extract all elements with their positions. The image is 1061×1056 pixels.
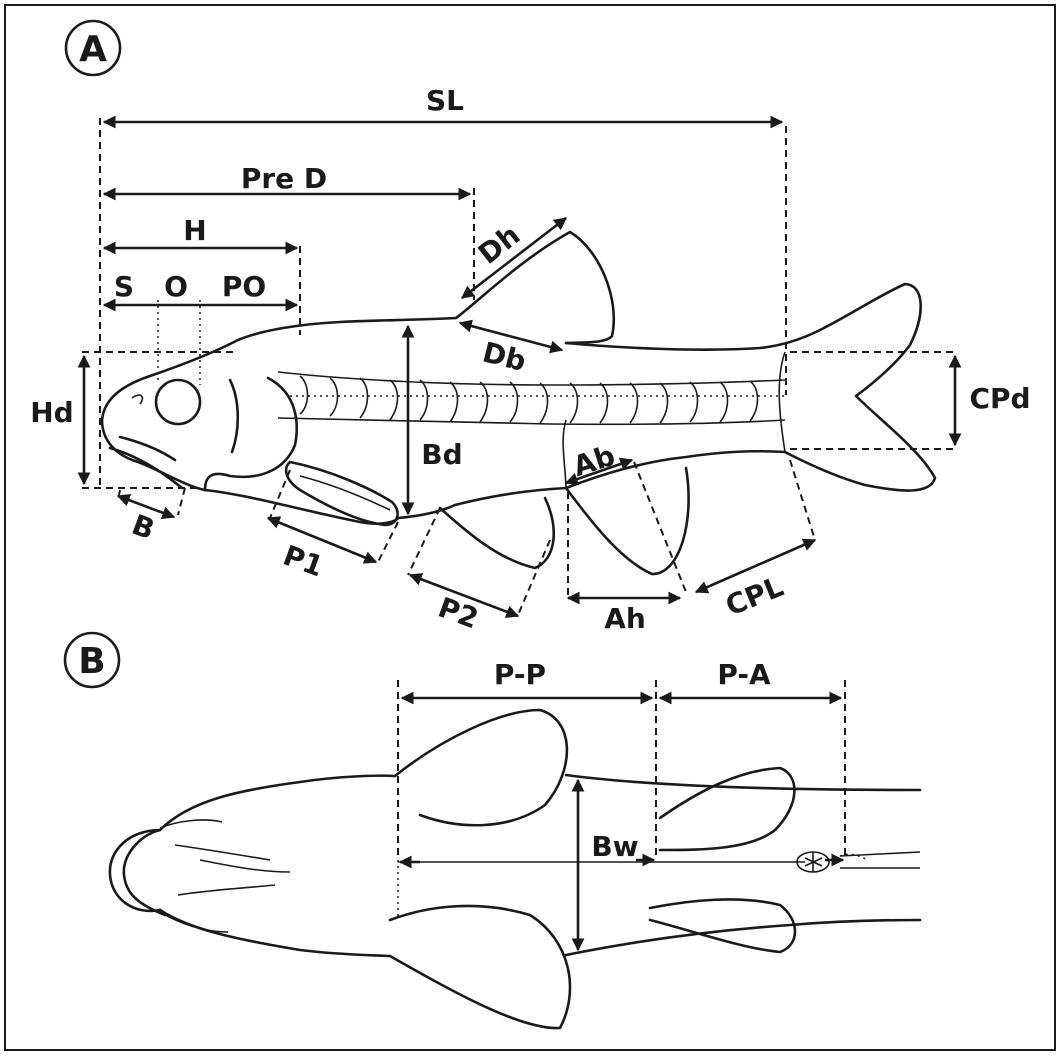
label-hd: Hd [30,396,73,429]
label-sl: SL [426,84,464,117]
label-db: Db [479,336,529,378]
guide-lines-b [398,680,845,920]
eye-icon [156,380,200,424]
panel-b-label: B [78,641,105,682]
label-o: O [164,270,188,303]
label-bd: Bd [421,438,462,471]
label-pp: P-P [494,658,546,691]
panel-a: A [30,21,1030,635]
measurement-labels-a: SL Pre D H S O PO Dh Db Hd Bd CPd B P1 P… [30,84,1030,635]
label-h: H [183,214,206,247]
label-p2: P2 [434,591,483,636]
label-b: B [128,508,159,546]
label-ah: Ah [604,602,646,635]
label-cpd: CPd [969,382,1030,415]
label-s: S [114,270,134,303]
label-pa: P-A [717,658,771,691]
label-bw: Bw [591,830,638,863]
label-pre-d: Pre D [241,162,327,195]
fish-ventral-outline [110,710,920,1028]
label-dh: Dh [472,218,526,271]
label-p1: P1 [279,539,328,584]
label-ab: Ab [569,439,619,483]
measurement-labels-b: P-P P-A Bw [494,658,771,863]
panel-b: B [65,633,920,1028]
panel-a-label: A [79,29,107,70]
label-po: PO [222,270,266,303]
